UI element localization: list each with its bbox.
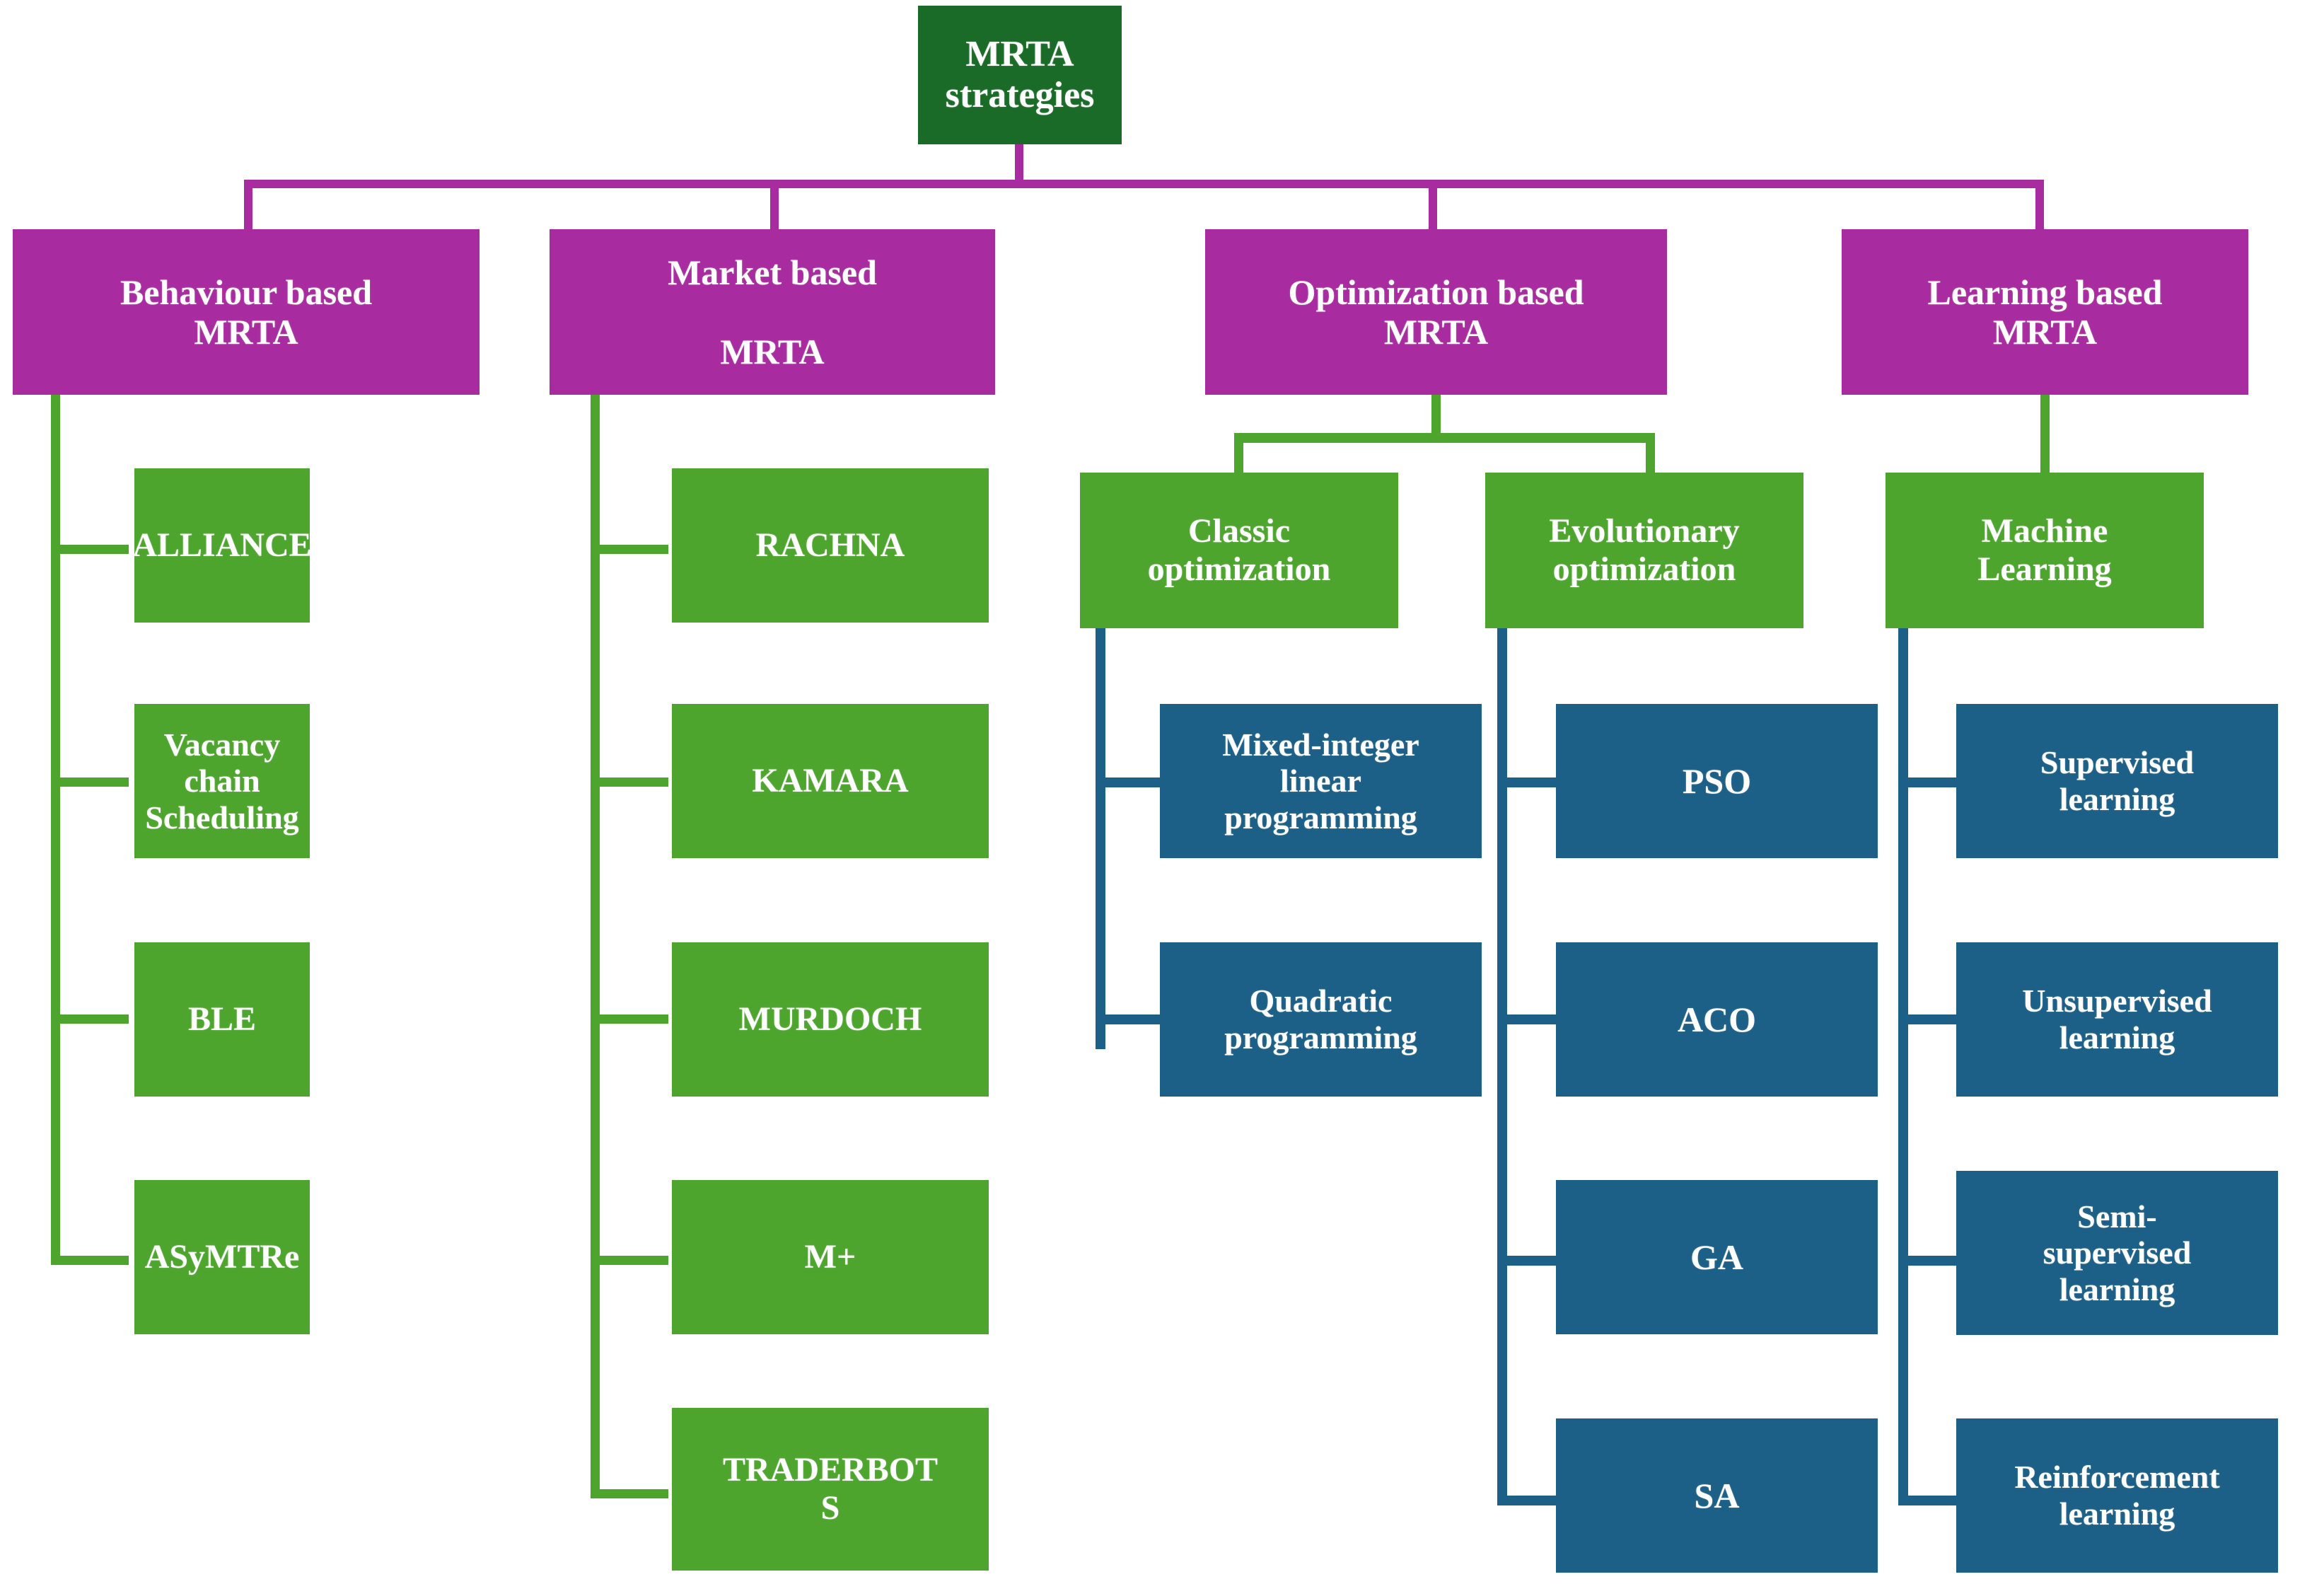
node-category-behaviour-based-mrta: Behaviour based MRTA bbox=[13, 229, 480, 395]
connector-ml-branch-2 bbox=[1898, 1014, 1975, 1024]
connector-behaviour-branch-3 bbox=[51, 1014, 129, 1024]
node-evolutionary-optimization: Evolutionary optimization bbox=[1485, 473, 1803, 628]
connector-evolutionary-branch-4 bbox=[1497, 1496, 1574, 1505]
connector-drop-behaviour bbox=[244, 180, 252, 229]
connector-classic-trunk bbox=[1096, 628, 1105, 1049]
node-leaf-asymtre: ASyMTRe bbox=[134, 1180, 310, 1334]
connector-market-branch-3 bbox=[591, 1014, 668, 1024]
connector-optimization-drop-classic bbox=[1234, 433, 1243, 477]
connector-root-bus bbox=[244, 180, 2044, 188]
connector-optimization-drop-evolutionary bbox=[1646, 433, 1655, 477]
connector-optimization-bus bbox=[1234, 433, 1655, 443]
connector-behaviour-branch-1 bbox=[51, 545, 129, 554]
connector-behaviour-branch-2 bbox=[51, 777, 129, 787]
connector-evolutionary-branch-3 bbox=[1497, 1256, 1574, 1266]
connector-ml-branch-1 bbox=[1898, 777, 1975, 787]
node-leaf-unsupervised-learning: Unsupervised learning bbox=[1956, 942, 2278, 1097]
connector-behaviour-trunk bbox=[51, 395, 60, 1265]
connector-ml-branch-4 bbox=[1898, 1496, 1975, 1505]
connector-optimization-stem bbox=[1431, 395, 1441, 437]
node-leaf-vacancy-chain-scheduling: Vacancy chain Scheduling bbox=[134, 704, 310, 858]
node-leaf-sa: SA bbox=[1556, 1418, 1878, 1573]
connector-root-stem bbox=[1015, 144, 1023, 180]
node-leaf-ble: BLE bbox=[134, 942, 310, 1097]
connector-ml-trunk bbox=[1898, 628, 1908, 1505]
connector-classic-branch-2 bbox=[1096, 1014, 1172, 1024]
connector-market-branch-1 bbox=[591, 545, 668, 554]
node-leaf-semi-supervised-learning: Semi- supervised learning bbox=[1956, 1171, 2278, 1335]
connector-market-trunk bbox=[591, 395, 600, 1498]
node-category-market-based-mrta: Market based MRTA bbox=[550, 229, 995, 395]
connector-market-branch-4 bbox=[591, 1256, 668, 1265]
connector-evolutionary-branch-1 bbox=[1497, 777, 1574, 787]
node-machine-learning: Machine Learning bbox=[1886, 473, 2204, 628]
node-leaf-mixed-integer-linear-programming: Mixed-integer linear programming bbox=[1160, 704, 1482, 858]
node-root-mrta-strategies: MRTA strategies bbox=[918, 6, 1122, 144]
node-category-learning-based-mrta: Learning based MRTA bbox=[1842, 229, 2248, 395]
node-leaf-pso: PSO bbox=[1556, 704, 1878, 858]
node-leaf-aco: ACO bbox=[1556, 942, 1878, 1097]
node-leaf-m-plus: M+ bbox=[672, 1180, 989, 1334]
node-leaf-murdoch: MURDOCH bbox=[672, 942, 989, 1097]
connector-drop-optimization bbox=[1429, 180, 1437, 229]
node-category-optimization-based-mrta: Optimization based MRTA bbox=[1205, 229, 1667, 395]
node-leaf-reinforcement-learning: Reinforcement learning bbox=[1956, 1418, 2278, 1573]
node-leaf-kamara: KAMARA bbox=[672, 704, 989, 858]
connector-evolutionary-branch-2 bbox=[1497, 1014, 1574, 1024]
connector-learning-stem bbox=[2040, 395, 2050, 473]
node-leaf-rachna: RACHNA bbox=[672, 468, 989, 623]
node-leaf-supervised-learning: Supervised learning bbox=[1956, 704, 2278, 858]
connector-drop-market bbox=[770, 180, 779, 229]
connector-evolutionary-trunk bbox=[1497, 628, 1507, 1505]
connector-behaviour-branch-4 bbox=[51, 1256, 129, 1265]
node-leaf-quadratic-programming: Quadratic programming bbox=[1160, 942, 1482, 1097]
node-leaf-alliance: ALLIANCE bbox=[132, 468, 312, 623]
node-leaf-ga: GA bbox=[1556, 1180, 1878, 1334]
node-classic-optimization: Classic optimization bbox=[1080, 473, 1398, 628]
node-leaf-traderbots: TRADERBOT S bbox=[672, 1408, 989, 1571]
connector-classic-branch-1 bbox=[1096, 777, 1172, 787]
connector-market-branch-5 bbox=[591, 1489, 668, 1498]
connector-ml-branch-3 bbox=[1898, 1256, 1975, 1266]
connector-drop-learning bbox=[2035, 180, 2044, 229]
connector-market-branch-2 bbox=[591, 777, 668, 787]
